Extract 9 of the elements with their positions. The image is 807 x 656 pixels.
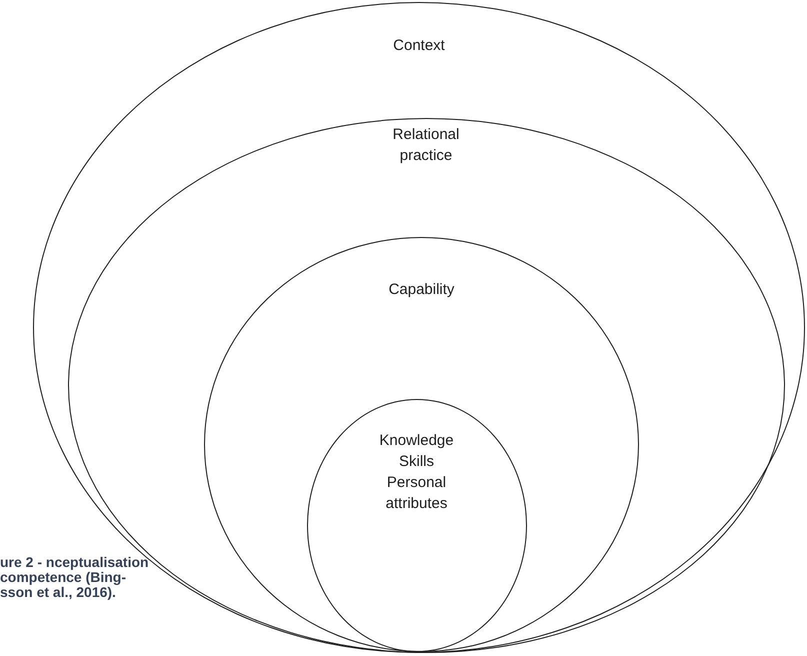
ellipse-label: Personal attributes — [384, 472, 448, 514]
ellipse — [306, 398, 526, 652]
ellipse-label: Context — [393, 36, 445, 56]
ellipse-label: Knowledge — [379, 430, 454, 450]
ellipse-label: Skills — [398, 452, 434, 472]
ellipse-label: Relational practice — [392, 124, 460, 166]
ellipse — [204, 237, 639, 652]
ellipse-label: Capability — [388, 280, 454, 300]
figure-caption: ure 2 - nceptualisation competence (Bing- sson et al., 2016). — [0, 555, 150, 600]
